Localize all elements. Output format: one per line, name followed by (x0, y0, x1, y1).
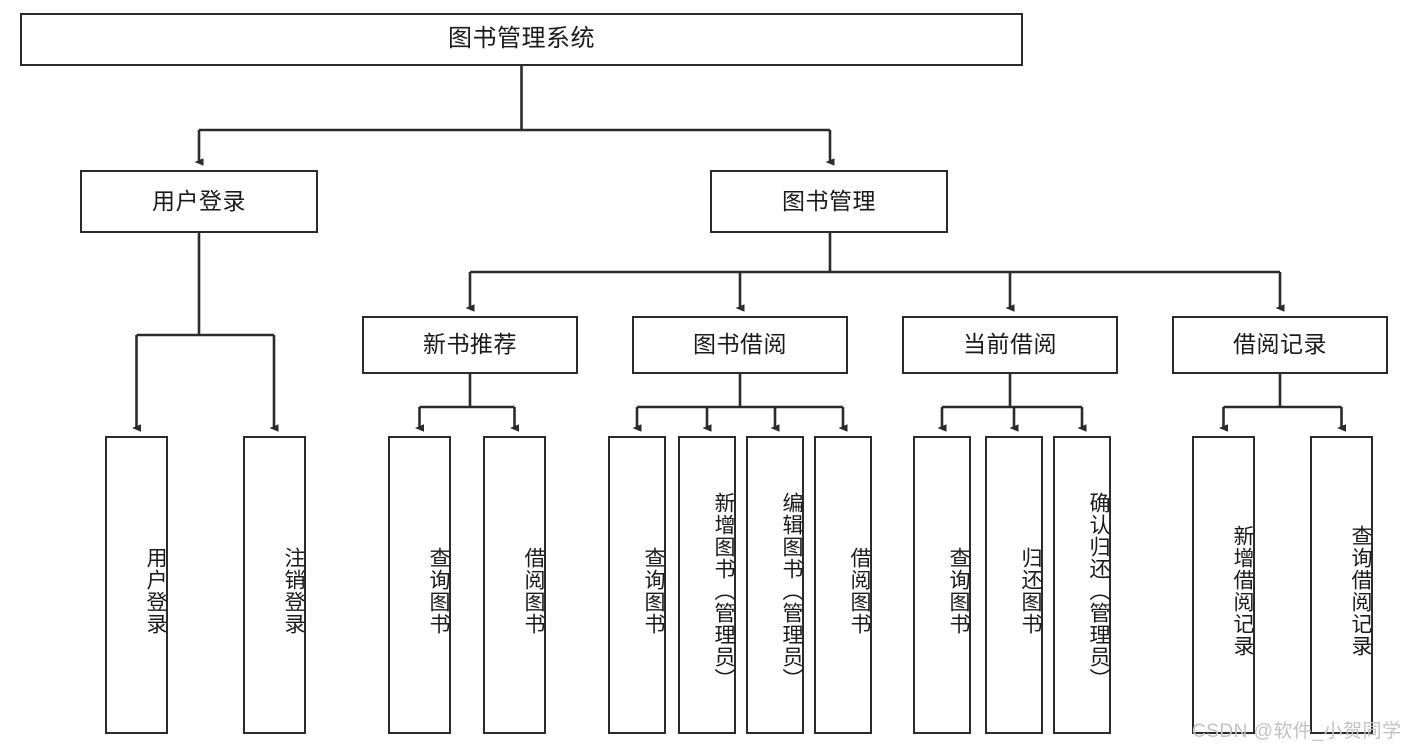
node-leaf-add-borrow-record[interactable]: 新增借阅记录 (1192, 436, 1255, 734)
node-book-manage[interactable]: 图书管理 (710, 170, 948, 233)
node-leaf-query-borrow-record[interactable]: 查询借阅记录 (1310, 436, 1373, 734)
node-leaf-edit-book-admin[interactable]: 编辑图书（管理员） (746, 436, 804, 734)
node-leaf-confirm-return-admin[interactable]: 确认归还（管理员） (1053, 436, 1111, 734)
node-leaf-user-logout[interactable]: 注销登录 (243, 436, 306, 734)
node-new-book-recommend[interactable]: 新书推荐 (362, 316, 578, 374)
node-user-login[interactable]: 用户登录 (80, 170, 318, 233)
csdn-watermark: CSDN @软件_小贺同学 (1192, 721, 1402, 742)
node-leaf-query-book-recommend[interactable]: 查询图书 (388, 436, 451, 734)
node-leaf-add-book-admin[interactable]: 新增图书（管理员） (678, 436, 736, 734)
node-leaf-borrow-book-recommend[interactable]: 借阅图书 (483, 436, 546, 734)
node-root-system[interactable]: 图书管理系统 (20, 13, 1023, 66)
node-leaf-query-book-current[interactable]: 查询图书 (913, 436, 971, 734)
node-borrow-record[interactable]: 借阅记录 (1172, 316, 1388, 374)
node-leaf-borrow-book[interactable]: 借阅图书 (814, 436, 872, 734)
node-book-borrow[interactable]: 图书借阅 (632, 316, 848, 374)
node-leaf-query-book-borrow[interactable]: 查询图书 (608, 436, 666, 734)
node-leaf-user-login[interactable]: 用户登录 (105, 436, 168, 734)
node-current-borrow[interactable]: 当前借阅 (902, 316, 1118, 374)
node-leaf-return-book[interactable]: 归还图书 (985, 436, 1043, 734)
